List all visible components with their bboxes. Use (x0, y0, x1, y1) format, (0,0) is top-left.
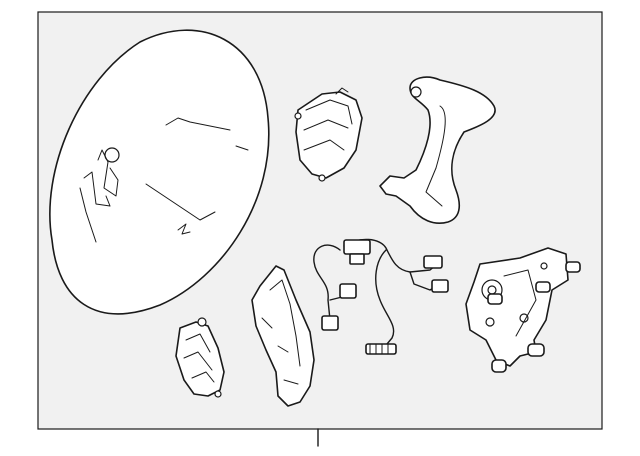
switch-assembly-right[interactable] (294, 87, 363, 182)
mounting-bracket[interactable] (465, 247, 581, 373)
switch-assembly-left[interactable] (175, 317, 225, 398)
side-trim-cover[interactable] (251, 265, 315, 407)
lower-cover-bezel[interactable] (379, 76, 496, 224)
wire-harness[interactable] (313, 238, 449, 355)
steering-wheel[interactable] (49, 29, 270, 315)
